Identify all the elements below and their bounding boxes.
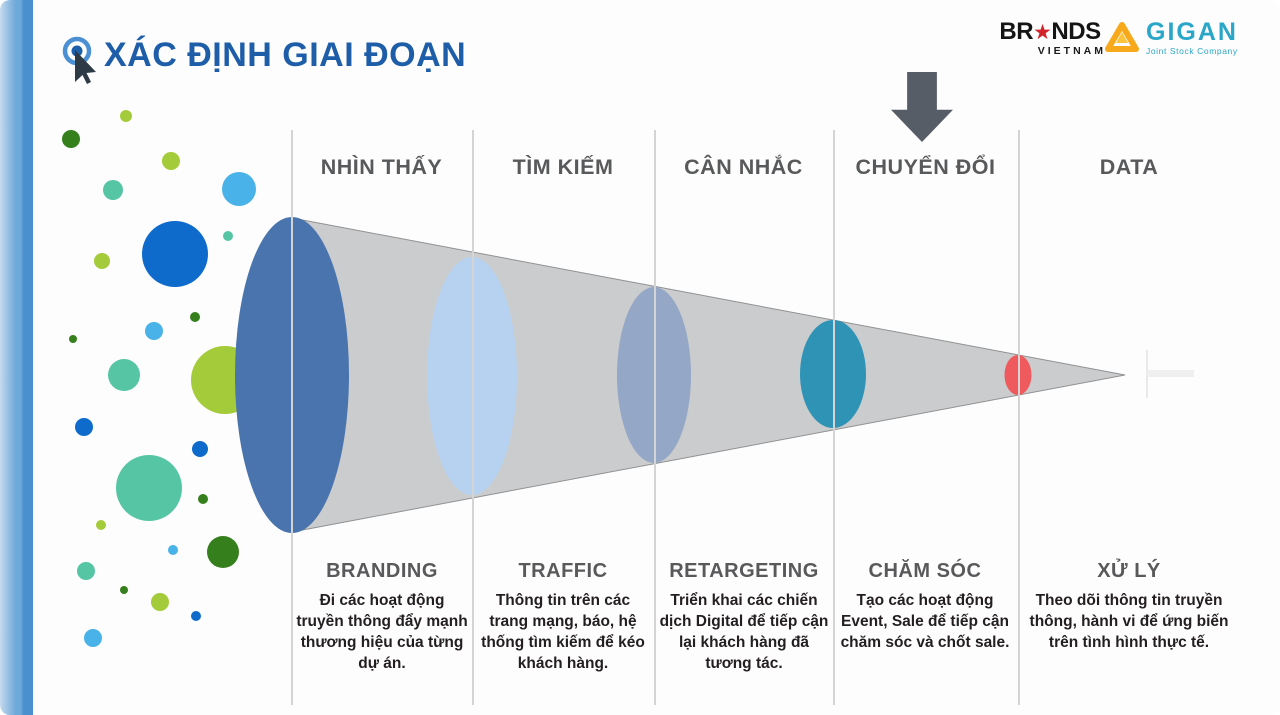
- stage-desc-xu-ly: XỬ LÝ Theo dõi thông tin truyền thông, h…: [1024, 560, 1234, 653]
- triangle-loop-icon: [1105, 22, 1139, 52]
- stage-description: Triển khai các chiến dịch Digital để tiế…: [659, 592, 829, 672]
- stage-label: TRAFFIC: [518, 560, 608, 582]
- stage-desc-branding: BRANDING Đi các hoạt động truyền thông đ…: [294, 560, 470, 674]
- decorative-bubble: [168, 545, 178, 555]
- decorative-bubble: [62, 130, 80, 148]
- stage-header-can-nhac: CÂN NHẮC: [684, 155, 803, 179]
- target-cursor-icon: [62, 36, 96, 84]
- decorative-bubble: [223, 231, 233, 241]
- stage-header-data: DATA: [1099, 155, 1159, 179]
- stage-label: CHĂM SÓC: [868, 560, 982, 582]
- page-title: XÁC ĐỊNH GIAI ĐOẠN: [104, 36, 467, 74]
- gigan-logo: GIGAN Joint Stock Company: [1104, 20, 1238, 56]
- decorative-bubble: [162, 152, 180, 170]
- brands-vietnam-logo: BR★NDS VIETNAM: [990, 18, 1110, 58]
- decorative-bubble: [96, 520, 106, 530]
- column-divider-3: [654, 130, 656, 705]
- star-icon: ★: [1033, 21, 1052, 44]
- brands-sub: VIETNAM: [1037, 45, 1106, 57]
- decorative-bubble: [192, 441, 208, 457]
- decorative-bubble: [120, 586, 128, 594]
- stage-desc-traffic: TRAFFIC Thông tin trên các trang mạng, b…: [476, 560, 650, 674]
- column-divider-2: [472, 130, 474, 705]
- column-divider-4: [833, 130, 835, 705]
- decorative-bubble: [222, 172, 256, 206]
- stage-header-chuyen-doi: CHUYỂN ĐỔI: [855, 155, 996, 179]
- decorative-bubble: [145, 322, 163, 340]
- gigan-wordmark: GIGAN: [1146, 18, 1238, 46]
- decorative-bubble: [190, 312, 200, 322]
- funnel-end-bar: [1147, 370, 1194, 377]
- stage-header-nhin-thay: NHÌN THẤY: [320, 155, 443, 179]
- decorative-bubble: [151, 593, 169, 611]
- stage-desc-cham-soc: CHĂM SÓC Tạo các hoạt động Event, Sale đ…: [838, 560, 1012, 653]
- stage-label: BRANDING: [326, 560, 438, 582]
- stage-label: RETARGETING: [669, 560, 819, 582]
- decorative-bubble: [142, 221, 208, 287]
- column-divider-1: [291, 130, 293, 705]
- decorative-bubble: [207, 536, 239, 568]
- stage-description: Theo dõi thông tin truyền thông, hành vi…: [1029, 592, 1229, 651]
- decorative-bubble: [198, 494, 208, 504]
- funnel-cone: [291, 217, 1126, 533]
- decorative-bubble: [116, 455, 182, 521]
- stage-description: Đi các hoạt động truyền thông đẩy mạnh t…: [296, 592, 468, 672]
- left-accent-bar: [0, 0, 33, 715]
- decorative-bubble: [108, 359, 140, 391]
- decorative-bubble: [77, 562, 95, 580]
- decorative-bubble: [69, 335, 77, 343]
- decorative-bubble: [75, 418, 93, 436]
- decorative-bubble: [94, 253, 110, 269]
- stage-header-tim-kiem: TÌM KIẾM: [512, 155, 614, 179]
- decorative-bubble: [191, 611, 201, 621]
- decorative-bubble: [103, 180, 123, 200]
- stage-description: Tạo các hoạt động Event, Sale để tiếp cậ…: [840, 592, 1010, 651]
- stage-desc-retargeting: RETARGETING Triển khai các chiến dịch Di…: [656, 560, 832, 674]
- stage-label: XỬ LÝ: [1097, 560, 1161, 582]
- stage-description: Thông tin trên các trang mạng, báo, hệ t…: [481, 592, 645, 672]
- gigan-sub: Joint Stock Company: [1146, 46, 1238, 56]
- decorative-bubble: [120, 110, 132, 122]
- decorative-bubble: [84, 629, 102, 647]
- brands-wordmark: BR★NDS: [999, 18, 1101, 45]
- column-divider-5: [1018, 130, 1020, 705]
